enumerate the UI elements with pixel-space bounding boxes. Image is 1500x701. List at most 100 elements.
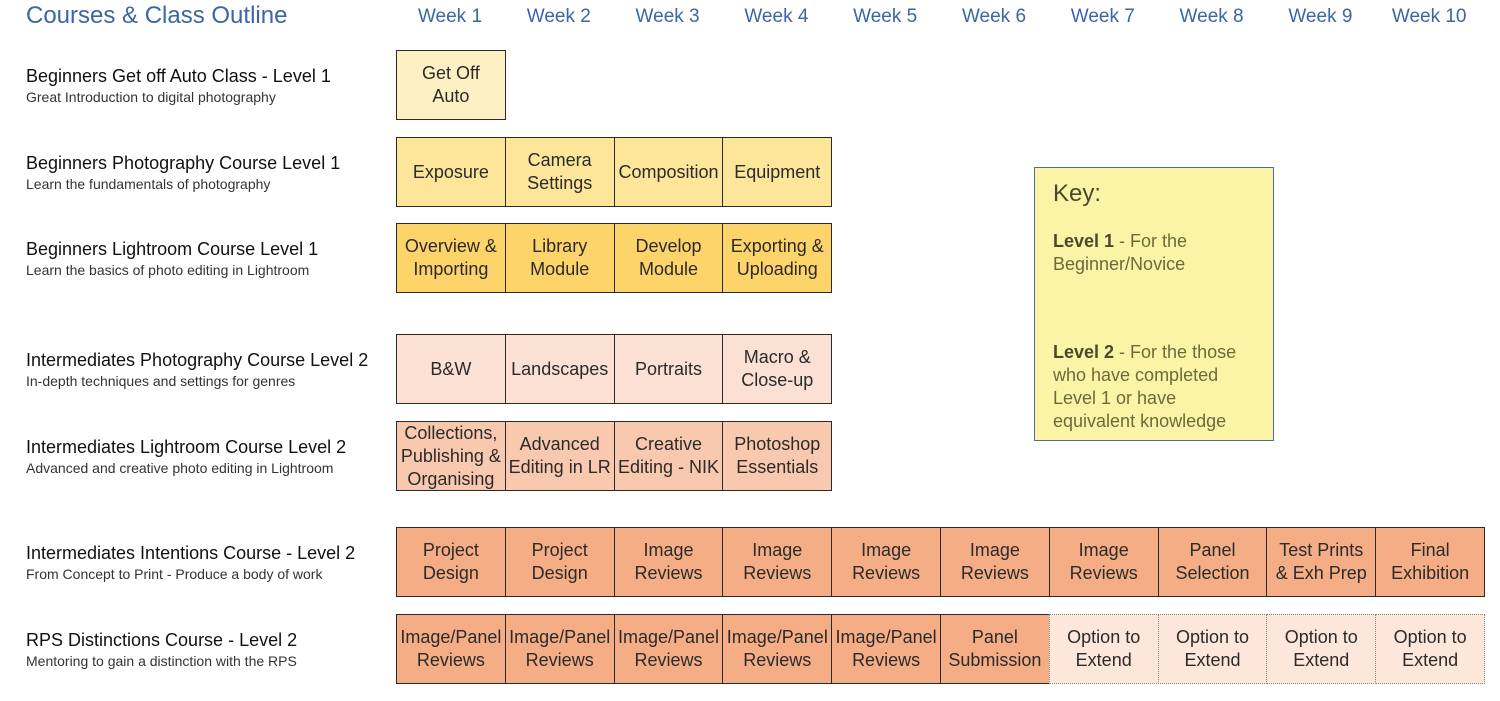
session-label: Exporting &Uploading xyxy=(730,236,824,279)
session-cell: Landscapes xyxy=(504,334,615,404)
key-level1-text: - For the Beginner/Novice xyxy=(1053,231,1188,274)
course-description: In-depth techniques and settings for gen… xyxy=(26,373,296,389)
session-cell: Collections,Publishing &Organising xyxy=(396,421,506,491)
course-description: Learn the fundamentals of photography xyxy=(26,176,271,192)
course-description: From Concept to Print - Produce a body o… xyxy=(26,566,323,582)
session-label: Portraits xyxy=(634,358,702,379)
course-name: RPS Distinctions Course - Level 2 xyxy=(26,630,298,650)
session-label: B&W xyxy=(430,358,472,379)
session-label: Exposure xyxy=(412,161,489,182)
key-level2: Level 2 - For the those who have complet… xyxy=(1053,341,1255,433)
session-label: Composition xyxy=(618,161,719,182)
session-label: Overview &Importing xyxy=(404,236,497,279)
course-name: Beginners Photography Course Level 1 xyxy=(26,153,341,173)
course-name: Beginners Get off Auto Class - Level 1 xyxy=(26,66,331,86)
session-cell: Portraits xyxy=(613,334,724,404)
session-label: Collections,Publishing &Organising xyxy=(400,422,501,489)
session-cell: Overview &Importing xyxy=(396,223,506,293)
course-name: Intermediates Intentions Course - Level … xyxy=(26,543,356,563)
course-description: Mentoring to gain a distinction with the… xyxy=(26,653,297,669)
key-level1: Level 1 - For the Beginner/Novice xyxy=(1053,230,1255,276)
course-description: Great Introduction to digital photograph… xyxy=(26,89,276,105)
week-header-7: Week 7 xyxy=(1070,6,1135,27)
week-header-6: Week 6 xyxy=(961,6,1027,27)
course-name: Intermediates Lightroom Course Level 2 xyxy=(26,437,347,457)
course-name: Beginners Lightroom Course Level 1 xyxy=(26,239,319,259)
week-header-4: Week 4 xyxy=(744,6,809,27)
session-cell: Exporting &Uploading xyxy=(722,223,833,293)
page-title: Courses & Class Outline xyxy=(26,2,288,29)
session-cell: Macro &Close-up xyxy=(722,334,833,404)
course-name: Intermediates Photography Course Level 2 xyxy=(26,350,369,370)
session-cell: Test Prints& Exh Prep xyxy=(1266,527,1377,597)
course-description: Learn the basics of photo editing in Lig… xyxy=(26,262,310,278)
week-header-1: Week 1 xyxy=(417,6,483,27)
week-header-3: Week 3 xyxy=(635,6,700,27)
session-cell: Equipment xyxy=(722,137,833,207)
key-level1-label: Level 1 xyxy=(1053,231,1115,251)
key-level2-text: - For the those who have completed Level… xyxy=(1053,342,1237,431)
session-cell: B&W xyxy=(396,334,506,404)
session-label: Test Prints& Exh Prep xyxy=(1275,540,1367,583)
course-description: Advanced and creative photo editing in L… xyxy=(26,460,334,476)
session-label: Landscapes xyxy=(511,358,609,379)
key-title: Key: xyxy=(1053,180,1102,207)
key-legend: Key: Level 1 - For the Beginner/Novice L… xyxy=(1034,167,1274,441)
session-label: Equipment xyxy=(734,161,821,182)
week-header-10: Week 10 xyxy=(1391,6,1467,27)
week-header-8: Week 8 xyxy=(1179,6,1244,27)
week-header-5: Week 5 xyxy=(853,6,918,27)
week-header-2: Week 2 xyxy=(526,6,591,27)
session-cell: Composition xyxy=(613,137,724,207)
key-level2-label: Level 2 xyxy=(1053,342,1115,362)
